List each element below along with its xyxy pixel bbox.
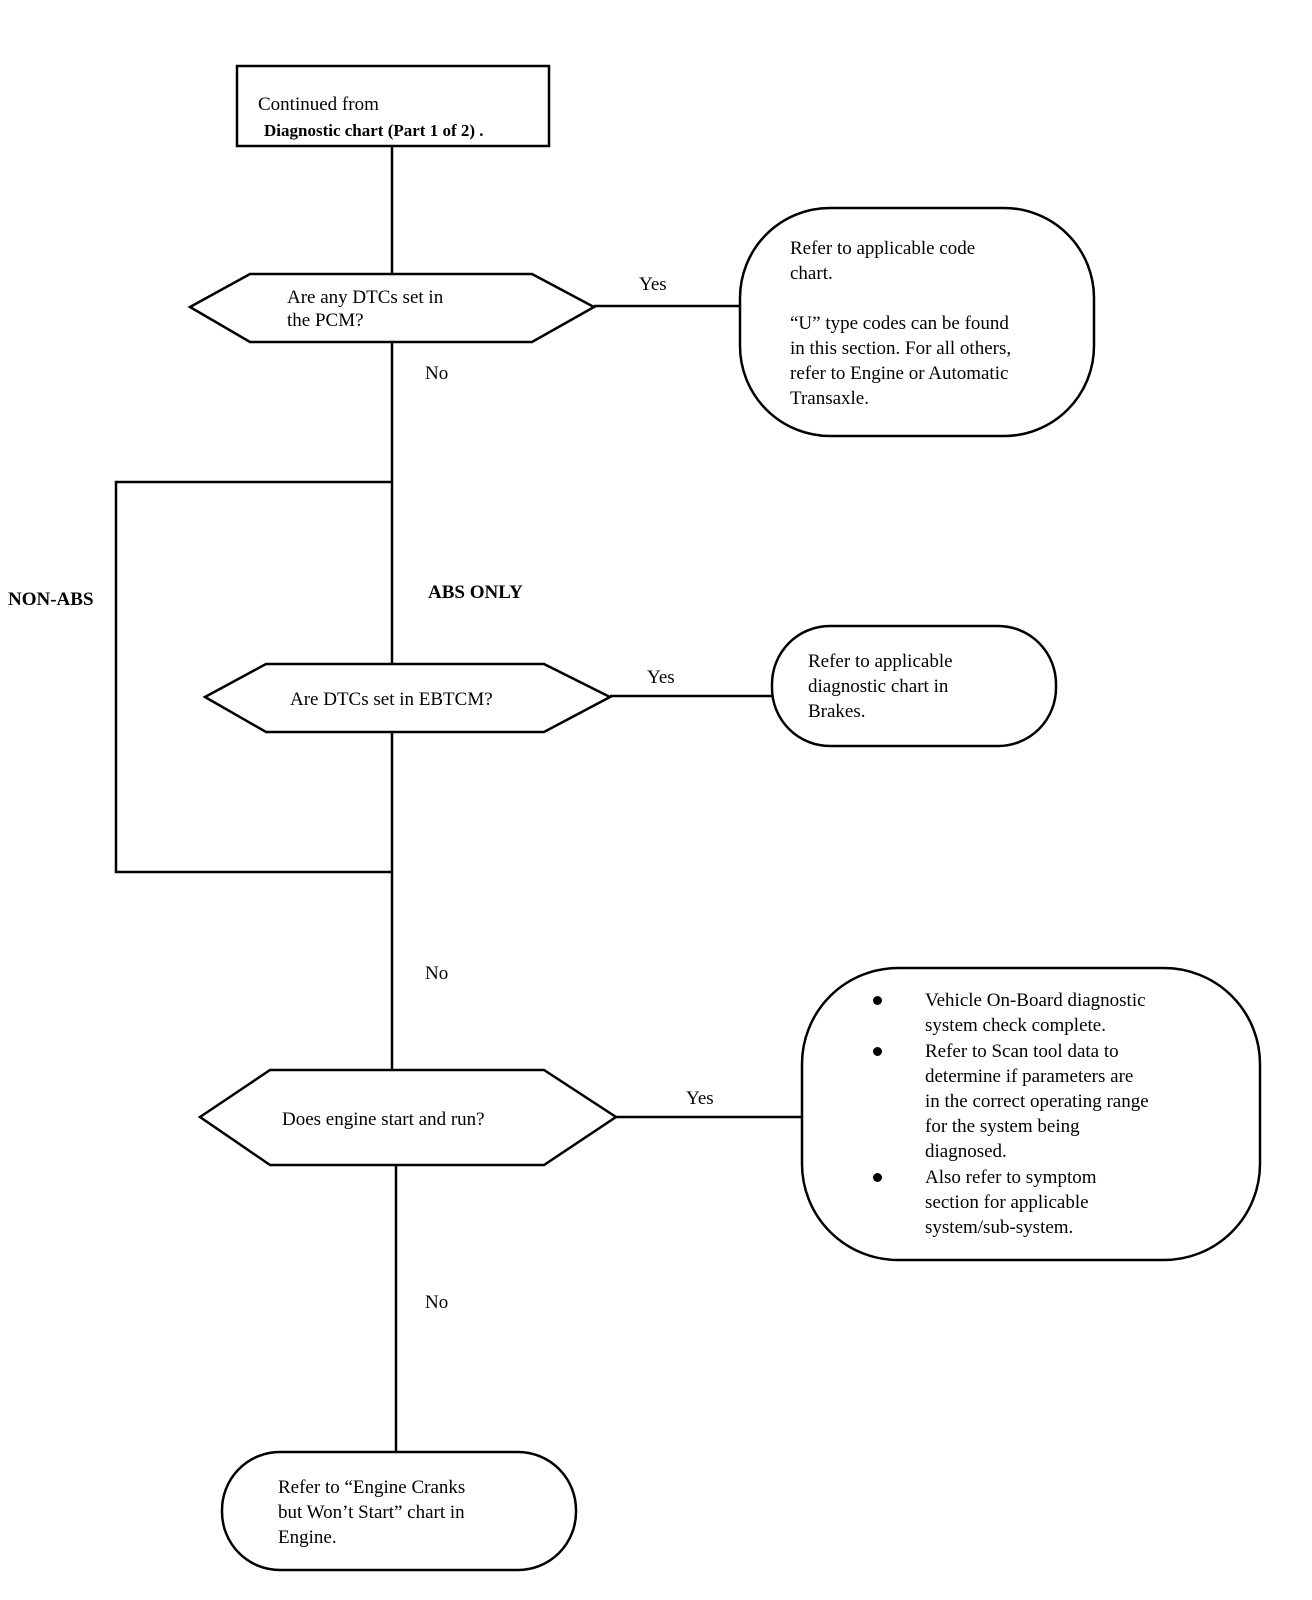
decision-ebtcm-text: Are DTCs set in EBTCM? <box>290 689 493 710</box>
label-no-pcm: No <box>425 363 449 384</box>
result-code-chart-line6: refer to Engine or Automatic <box>790 363 1009 384</box>
label-abs-only: ABS ONLY <box>428 582 523 603</box>
result-code-chart-line2: chart. <box>790 263 833 284</box>
decision-dtc-pcm-line1: Are any DTCs set in <box>287 287 444 308</box>
label-yes-ebtcm: Yes <box>647 667 675 688</box>
label-non-abs: NON-ABS <box>8 589 94 610</box>
result-engine-cranks-line3: Engine. <box>278 1527 337 1548</box>
result-code-chart-line4: “U” type codes can be found <box>790 313 1009 334</box>
label-no-ebtcm: No <box>425 963 449 984</box>
result-code-chart-line7: Transaxle. <box>790 388 869 409</box>
result-brakes-line3: Brakes. <box>808 701 866 722</box>
bullet-icon <box>873 1047 882 1056</box>
label-yes-pcm: Yes <box>639 274 667 295</box>
decision-engine-run-text: Does engine start and run? <box>282 1109 485 1130</box>
decision-dtc-pcm-line2: the PCM? <box>287 310 364 331</box>
label-no-engine: No <box>425 1292 449 1313</box>
result-brakes-line2: diagnostic chart in <box>808 676 949 697</box>
start-box-line1: Continued from <box>258 94 379 115</box>
result-code-chart-box <box>738 206 1096 438</box>
result-code-chart-line1: Refer to applicable code <box>790 238 976 259</box>
bullet-icon <box>873 996 882 1005</box>
bullet-icon <box>873 1173 882 1182</box>
result-brakes-box <box>770 624 1058 748</box>
result-brakes-line1: Refer to applicable <box>808 651 953 672</box>
result-engine-cranks-line1: Refer to “Engine Cranks <box>278 1477 466 1498</box>
label-yes-engine: Yes <box>686 1088 714 1109</box>
result-engine-cranks-box <box>220 1450 578 1572</box>
result-code-chart-line5: in this section. For all others, <box>790 338 1012 359</box>
start-box-line2: Diagnostic chart (Part 1 of 2) . <box>264 121 484 140</box>
result-engine-cranks-line2: but Won’t Start” chart in <box>278 1502 465 1523</box>
connector-non-abs-bypass <box>114 480 392 874</box>
result-system-check-box <box>800 966 1262 1262</box>
